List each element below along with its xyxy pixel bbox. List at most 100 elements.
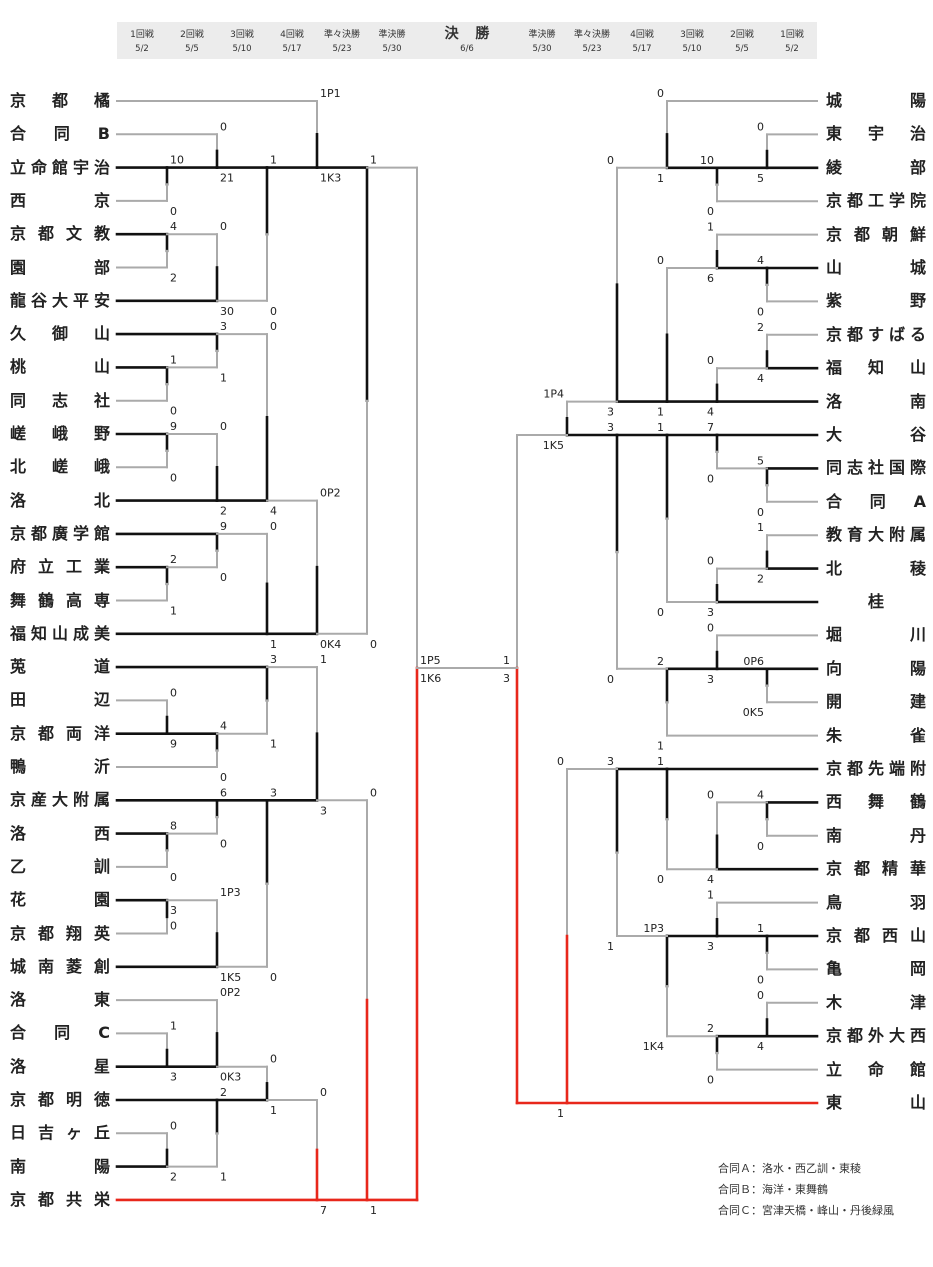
match-score: 4 <box>707 873 714 886</box>
team-name: 京都共栄 <box>10 1189 110 1209</box>
match-score: 0 <box>170 205 177 218</box>
match-score: 0 <box>270 520 277 533</box>
match-score: 1P4 <box>543 388 564 401</box>
match-score: 0 <box>170 871 177 884</box>
match-score: 0 <box>170 405 177 418</box>
match-score: 6 <box>220 786 227 799</box>
match-score: 2 <box>170 272 177 285</box>
team-name: 田辺 <box>10 690 110 710</box>
match-score: 1K6 <box>420 672 441 685</box>
team-name: 福知山 <box>826 358 926 378</box>
match-score: 2 <box>170 553 177 566</box>
match-score: 4 <box>220 720 227 733</box>
match-score: 0 <box>707 1074 714 1087</box>
match-score: 2 <box>757 573 764 586</box>
team-name: 亀岡 <box>826 959 926 979</box>
round-date: 5/10 <box>232 44 252 54</box>
match-score: 0 <box>220 420 227 433</box>
match-score: 0 <box>220 120 227 133</box>
match-score: 0 <box>607 673 614 686</box>
match-score: 4 <box>757 254 764 267</box>
match-score: 4 <box>757 788 764 801</box>
round-date: 5/17 <box>632 44 652 54</box>
team-name: 京都廣学館 <box>10 523 110 543</box>
match-score: 2 <box>707 1022 714 1035</box>
match-score: 1 <box>607 940 614 953</box>
team-name: 龍谷大平安 <box>10 290 110 310</box>
team-name: 洛西 <box>10 823 110 843</box>
round-date: 5/2 <box>785 44 799 54</box>
round-name: 準決勝 <box>378 30 406 40</box>
match-score: 2 <box>757 321 764 334</box>
match-score: 2 <box>170 1171 177 1184</box>
match-score: 0K3 <box>220 1071 241 1084</box>
match-score: 0K4 <box>320 638 341 651</box>
round-name: 4回戦 <box>280 30 304 40</box>
round-date: 6/6 <box>460 44 474 54</box>
match-score: 1 <box>320 653 327 666</box>
match-score: 9 <box>170 738 177 751</box>
match-score: 3 <box>270 786 277 799</box>
match-score: 1P3 <box>643 922 664 935</box>
team-name: 北稜 <box>826 558 926 578</box>
team-name: 城南菱創 <box>10 956 110 976</box>
team-name: 京都明徳 <box>10 1090 110 1109</box>
match-score: 30 <box>220 305 234 318</box>
team-name: 京都すばる <box>826 324 926 344</box>
match-score: 0 <box>557 755 564 768</box>
match-score: 1 <box>657 172 664 185</box>
round-name: 3回戦 <box>680 30 704 40</box>
match-score: 1 <box>170 353 177 366</box>
team-name: 京都精華 <box>826 859 926 879</box>
match-score: 0 <box>270 305 277 318</box>
match-score: 1P1 <box>320 87 341 100</box>
team-name: 鳥羽 <box>826 892 926 912</box>
team-name: 花園 <box>10 890 110 910</box>
match-score: 1 <box>220 371 227 384</box>
team-name: 南丹 <box>826 825 926 845</box>
match-score: 3 <box>707 673 714 686</box>
match-score: 5 <box>757 172 764 185</box>
match-score: 0 <box>657 606 664 619</box>
match-score: 0 <box>707 205 714 218</box>
match-score: 1 <box>270 738 277 751</box>
team-name: 久御山 <box>10 324 110 344</box>
match-score: 0 <box>170 920 177 933</box>
match-score: 1K4 <box>643 1040 664 1053</box>
match-score: 1 <box>657 740 664 753</box>
match-score: 0 <box>657 254 664 267</box>
match-score: 1 <box>220 1171 227 1184</box>
match-score: 1 <box>270 154 277 167</box>
note-line: 合同Ｂ：海洋・東舞鶴 <box>718 1183 828 1196</box>
match-score: 3 <box>607 755 614 768</box>
match-score: 0P2 <box>320 487 341 500</box>
round-date: 5/30 <box>382 44 402 54</box>
match-score: 3 <box>707 940 714 953</box>
team-name: 京都両洋 <box>10 723 110 743</box>
match-score: 1 <box>657 755 664 768</box>
team-name: 教育大附属 <box>826 525 926 545</box>
team-name: 東山 <box>826 1093 926 1112</box>
match-score: 1 <box>757 922 764 935</box>
match-score: 8 <box>170 820 177 833</box>
team-name: 山城 <box>826 258 926 277</box>
match-score: 0 <box>757 120 764 133</box>
round-date: 5/5 <box>185 44 199 54</box>
team-name: 京都工学院 <box>826 191 926 211</box>
match-score: 0 <box>707 354 714 367</box>
team-name: 綾部 <box>826 157 926 177</box>
team-name: 西舞鶴 <box>826 792 926 812</box>
match-score: 0 <box>220 220 227 233</box>
match-score: 1 <box>370 154 377 167</box>
match-score: 0 <box>170 471 177 484</box>
match-score: 6 <box>707 272 714 285</box>
team-name: 嵯峨野 <box>10 424 110 443</box>
match-score: 0 <box>757 840 764 853</box>
match-score: 1 <box>270 638 277 651</box>
match-score: 7 <box>320 1204 327 1217</box>
